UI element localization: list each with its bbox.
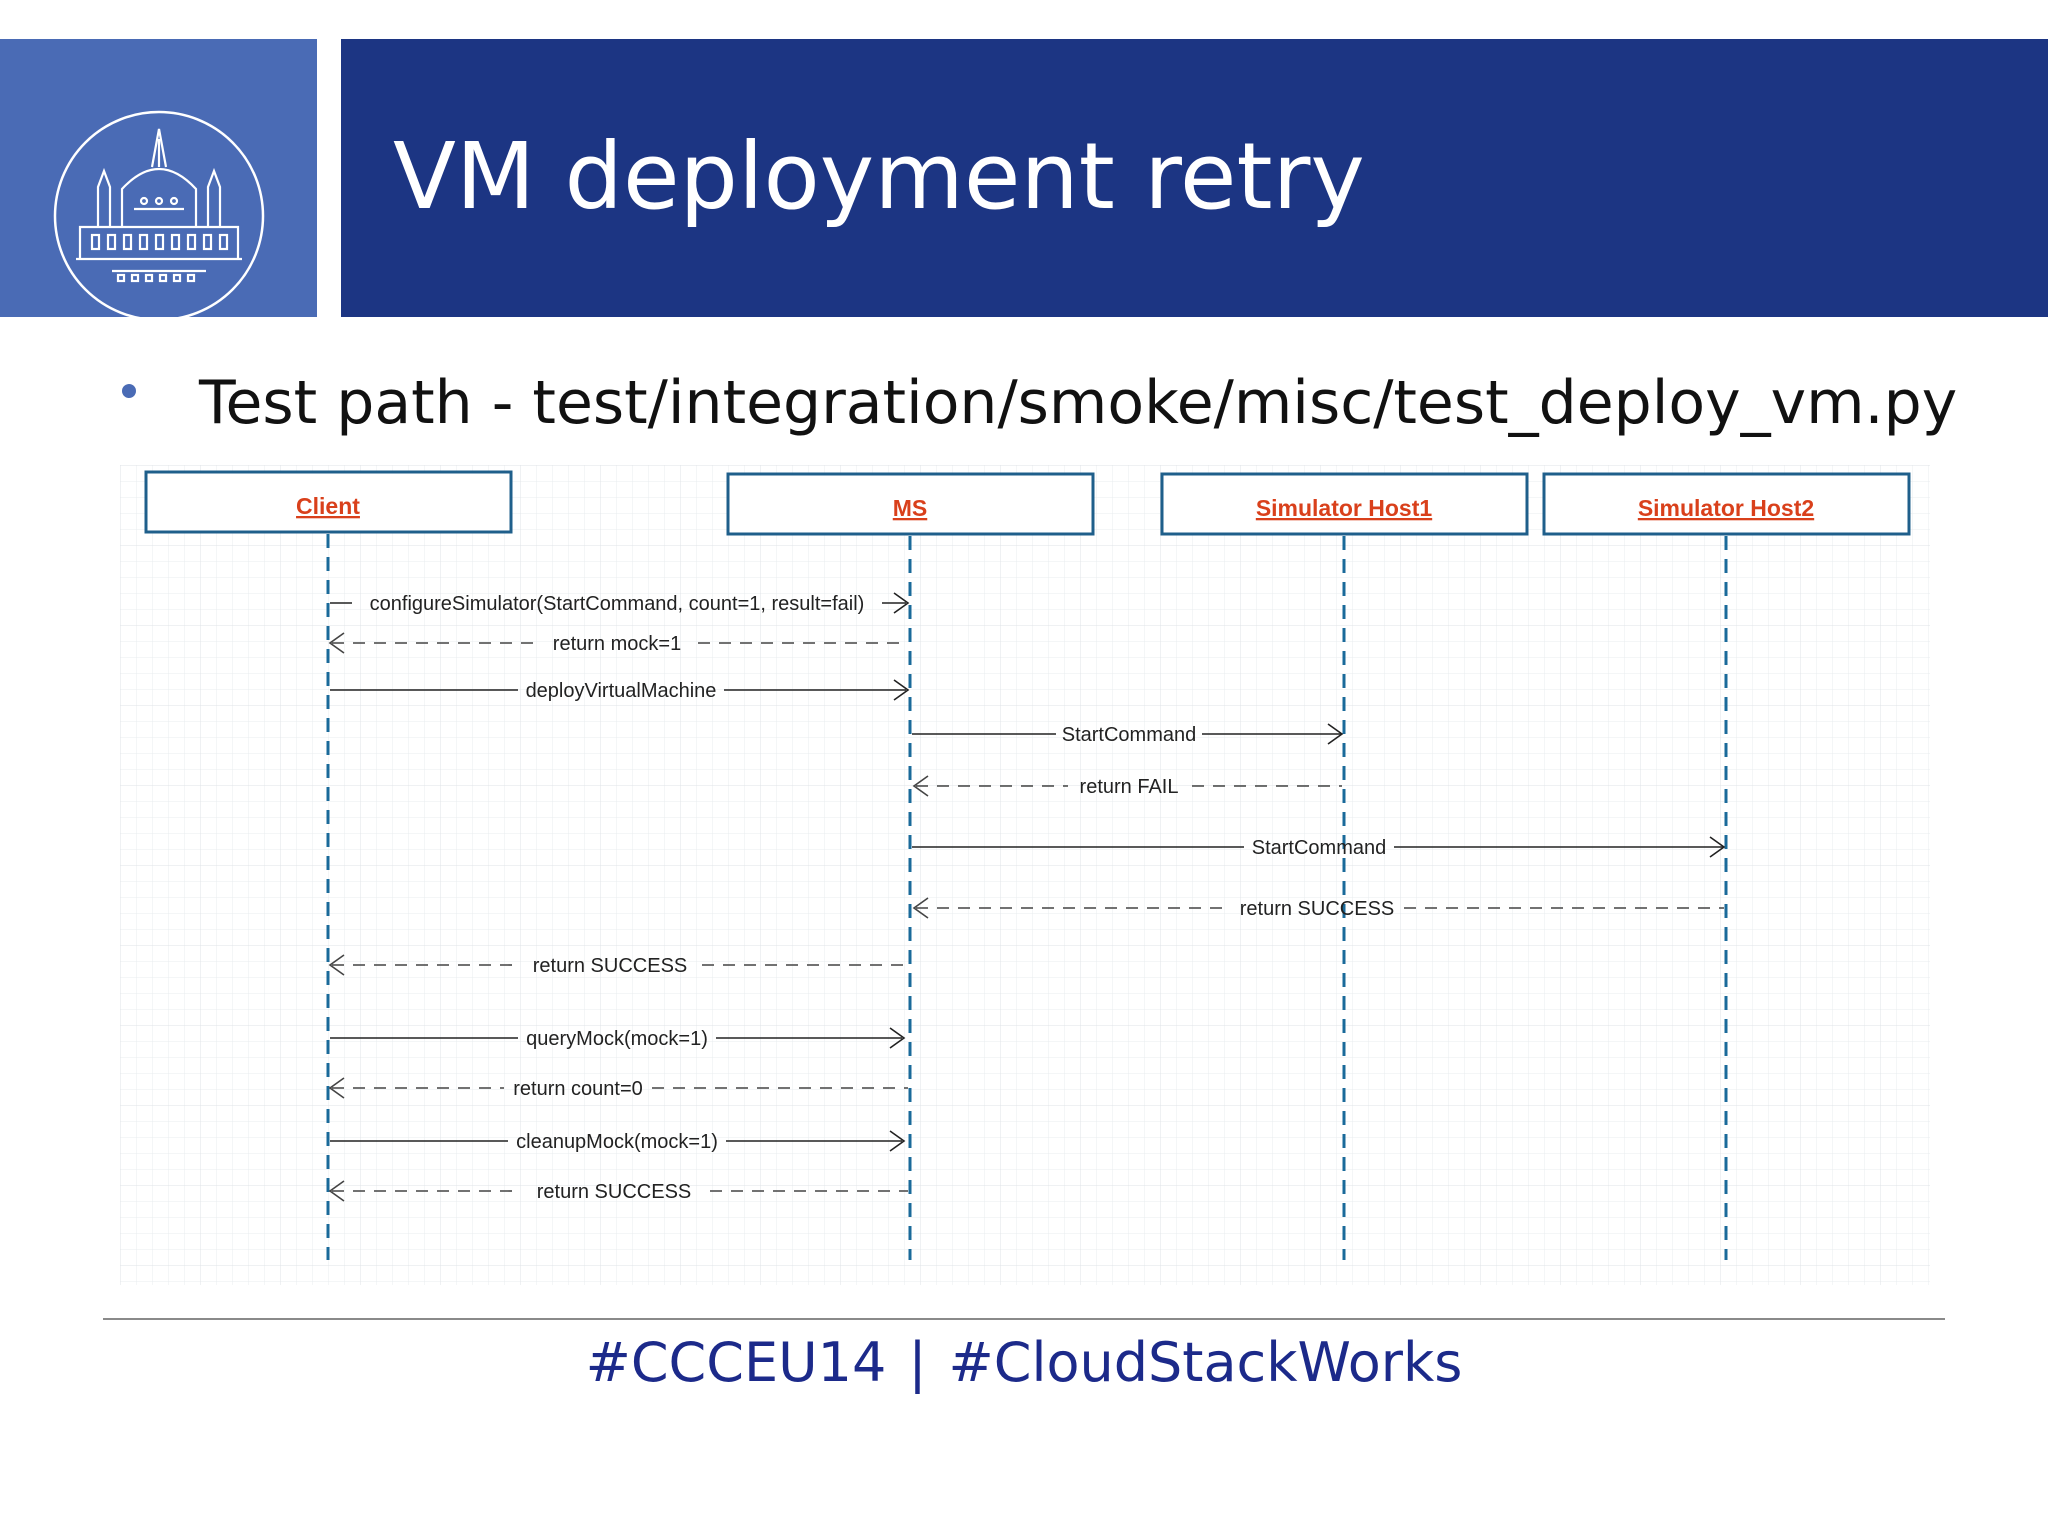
message-label: deployVirtualMachine [526, 680, 717, 702]
participant-host1-label: Simulator Host1 [1256, 495, 1433, 521]
message-return-success-host2: return SUCCESS [912, 897, 1724, 920]
message-label: queryMock(mock=1) [526, 1028, 708, 1050]
bullet-test-path: Test path - test/integration/smoke/misc/… [199, 368, 1958, 438]
participant-host2-label: Simulator Host2 [1638, 495, 1814, 521]
slide-title: VM deployment retry [393, 123, 1365, 230]
message-label: return mock=1 [553, 633, 681, 655]
footer-hashtags: #CCCEU14 | #CloudStackWorks [0, 1328, 2048, 1398]
parliament-building-icon [53, 110, 265, 322]
message-return-success-client: return SUCCESS [328, 954, 908, 977]
participant-simulator-host2: Simulator Host2 [1542, 472, 1911, 536]
message-return-count: return count=0 [328, 1077, 908, 1100]
logo-panel [0, 39, 317, 322]
message-label: StartCommand [1252, 837, 1387, 859]
participant-client: Client [144, 470, 513, 534]
hashtag-cloudstackworks: #CloudStackWorks [948, 1331, 1463, 1394]
message-label: StartCommand [1062, 724, 1197, 746]
message-label: return SUCCESS [537, 1181, 692, 1203]
message-return-fail: return FAIL [912, 775, 1342, 798]
message-cleanup-mock: cleanupMock(mock=1) [330, 1130, 906, 1153]
message-label: return FAIL [1080, 776, 1179, 798]
participant-simulator-host1: Simulator Host1 [1160, 472, 1529, 536]
title-bar [341, 39, 2048, 317]
participant-ms: MS [726, 472, 1095, 536]
message-return-success-final: return SUCCESS [328, 1180, 908, 1203]
bullet-dot [122, 384, 136, 398]
message-label: return count=0 [513, 1078, 643, 1100]
grid-background [120, 465, 1930, 1285]
participant-client-label: Client [296, 493, 360, 519]
hashtag-ccceu14: #CCCEU14 [585, 1331, 887, 1394]
message-label: configureSimulator(StartCommand, count=1… [370, 593, 865, 615]
sequence-diagram: Client MS Simulator Host1 Simulator Host… [120, 465, 1930, 1289]
message-label: return SUCCESS [1240, 898, 1395, 920]
message-label: cleanupMock(mock=1) [516, 1131, 718, 1153]
message-deploy-vm: deployVirtualMachine [330, 679, 910, 702]
message-return-mock: return mock=1 [328, 632, 908, 655]
message-start-command-host1: StartCommand [912, 723, 1344, 746]
message-label: return SUCCESS [533, 955, 688, 977]
footer-separator: | [908, 1331, 927, 1394]
message-start-command-host2: StartCommand [912, 836, 1726, 859]
message-configure-simulator: configureSimulator(StartCommand, count=1… [330, 592, 910, 615]
message-query-mock: queryMock(mock=1) [330, 1027, 906, 1050]
footer-divider [103, 1318, 1945, 1320]
participant-ms-label: MS [893, 495, 928, 521]
